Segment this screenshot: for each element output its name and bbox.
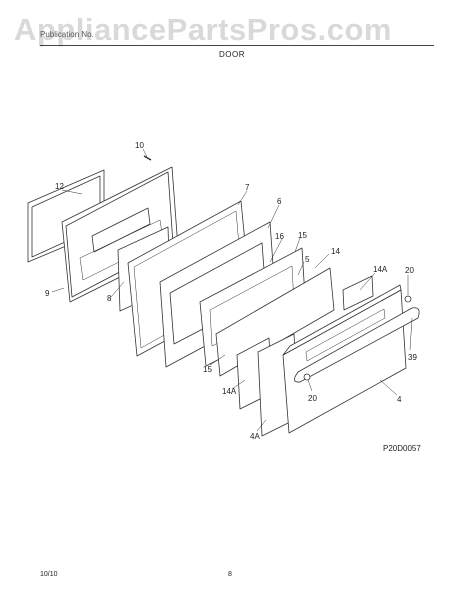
callout-15-lower: 15 [203,365,212,374]
footer-date: 10/10 [40,571,58,578]
watermark-logo: AppliancePartsPros.com [14,12,392,47]
callout-14a-lower: 14A [222,387,237,396]
callout-39: 39 [408,353,417,362]
outer-glass-part [215,267,335,377]
callout-12: 12 [55,182,64,191]
callout-7: 7 [245,183,250,192]
callout-4a: 4A [250,432,260,441]
callout-10: 10 [135,141,144,150]
callout-16: 16 [275,232,284,241]
publication-label: Publication No. [40,30,94,39]
door-handle-part [294,307,420,383]
spacer-upper-part [342,275,374,311]
callout-4: 4 [397,395,402,404]
clip-part [143,155,152,161]
callout-14a-top: 14A [373,265,388,274]
callout-6: 6 [277,197,282,206]
outer-door-panel-part [282,284,407,434]
screw-lower-part [303,373,311,381]
callout-20-top: 20 [405,266,414,275]
callout-5: 5 [305,255,310,264]
callout-8: 8 [107,294,112,303]
header-rule [40,45,434,46]
section-title: DOOR [219,50,245,59]
callout-9: 9 [45,289,50,298]
callout-20-lower: 20 [308,394,317,403]
footer-page-number: 8 [228,571,232,578]
diagram-code: P20D0057 [383,444,421,453]
screw-upper-part [404,295,412,303]
callout-labels: 10 12 7 6 16 15 14 5 14A 20 9 8 39 15 14… [45,141,417,441]
callout-14: 14 [331,247,340,256]
callout-15: 15 [298,231,307,240]
